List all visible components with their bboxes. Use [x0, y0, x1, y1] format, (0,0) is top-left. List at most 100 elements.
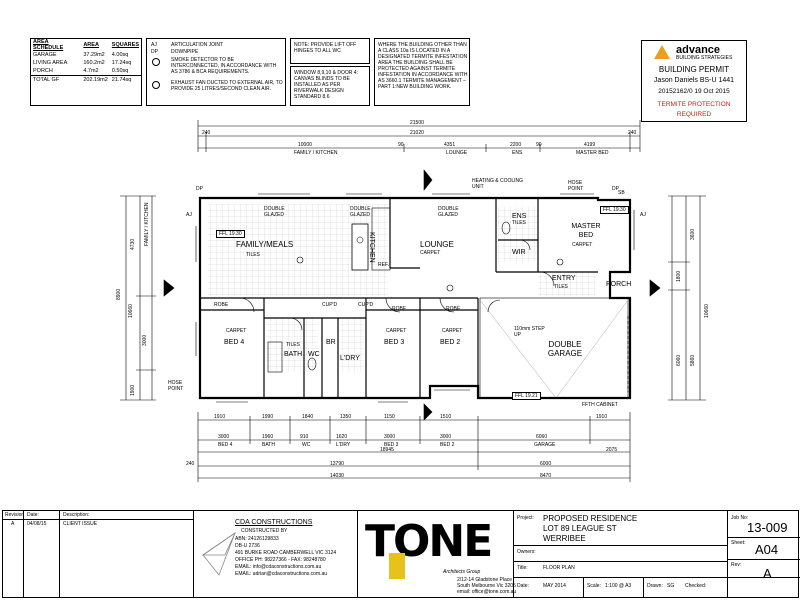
project-line: PROPOSED RESIDENCE	[543, 514, 638, 523]
dim-14030: 14030	[330, 473, 344, 479]
dim-label: MASTER BED	[576, 150, 609, 156]
sb-label: SB	[618, 190, 625, 196]
builder-office: OFFICE PH: 98227366 - FAX: 98248780	[235, 557, 326, 563]
date-header: Date:	[27, 512, 39, 518]
tone-address: 2/12-14 Gladstone Place	[457, 577, 513, 583]
row-name: LIVING AREA	[33, 60, 68, 66]
row-area: 202.19m2	[83, 77, 108, 83]
ffl-main-label: FFL 19.30	[216, 230, 245, 238]
laundry-tile-floor	[340, 318, 364, 372]
carpet-label: CARPET	[386, 328, 407, 334]
tone-tagline: Architects Group	[443, 569, 481, 575]
door-swings	[239, 239, 555, 331]
owners-label: Owners:	[517, 549, 536, 555]
dim-2200: 2200	[510, 142, 522, 148]
dim-bottom: 1910	[596, 414, 608, 420]
dim-bottom: 1350	[340, 414, 352, 420]
kitchen-island	[351, 223, 369, 271]
hose-point-label: HOSE POINT	[568, 180, 584, 192]
robe-label: ROBE	[446, 306, 461, 312]
ensuite-toilet-icon	[501, 221, 511, 235]
internal-walls	[200, 198, 598, 398]
smoke-detector-icon	[152, 58, 160, 66]
dim-bottom-label: BATH	[262, 442, 275, 448]
double-glazed-label: DOUBLE GLAZED	[438, 206, 459, 218]
room-bed-3: BED 3	[384, 339, 405, 346]
tone-email: email: office@tone.com.au	[457, 589, 517, 595]
builder-email: EMAIL: info@cdaconstructions.com.au	[235, 564, 322, 570]
table-row: TOTAL GF 202.19m2 21.74sq	[31, 75, 141, 85]
room-entry: ENTRY	[552, 275, 576, 282]
carpet-label: CARPET	[442, 328, 463, 334]
permit-number-date: 20152162/0 19 Oct 2015	[658, 88, 730, 95]
dim-bottom-label: WC	[302, 442, 311, 448]
row-name: PORCH	[33, 68, 53, 74]
cda-logo-icon	[201, 531, 236, 576]
drawn-label: Drawn:	[647, 583, 663, 589]
floor-plan	[120, 120, 706, 482]
advance-logo-icon	[654, 45, 670, 59]
project-line: LOT 89 LEAGUE ST	[543, 524, 617, 533]
rev-description: CLIENT ISSUE	[63, 521, 98, 527]
carpet-label: CARPET	[226, 328, 247, 334]
left-dimension-lines	[120, 195, 156, 401]
permit-brand: advance	[676, 44, 721, 56]
room-lounge: LOUNGE	[420, 240, 454, 249]
dim-bottom: 3000	[218, 434, 230, 440]
entry-tile-floor	[538, 272, 596, 296]
heating-label: HEATING & COOLING UNIT	[472, 178, 524, 190]
row-squares: 21.74sq	[111, 77, 132, 83]
aj-label: AJ	[186, 212, 192, 218]
builder-address: 491 BURKE ROAD CAMBERWELL VIC 3124	[235, 550, 337, 556]
dim-90: 90	[398, 142, 404, 148]
dim-bottom: 910	[300, 434, 309, 440]
ffl-porch-label: FFL 19.30	[600, 206, 629, 214]
tone-logo-accent-icon	[389, 553, 405, 579]
legend-code: DP	[151, 49, 158, 55]
rev-date: 04/08/15	[27, 521, 47, 527]
permit-brand-sub: BUILDING STRATEGIES	[676, 55, 733, 61]
dp-label: DP	[612, 186, 619, 192]
window-note-text: WINDOW 8,9,10 & DOOR 4: CANVAS BLINDS TO…	[294, 70, 358, 100]
dim-6000: 6000	[540, 461, 552, 467]
builder-name: CDA CONSTRUCTIONS	[235, 519, 313, 526]
permit-termite-line1: TERMITE PROTECTION	[657, 101, 731, 108]
room-kitchen: KITCHEN	[368, 232, 375, 263]
dim-bottom: 1150	[384, 414, 395, 420]
dim-240: 240	[186, 461, 195, 467]
checked-label: Checked:	[685, 583, 707, 589]
title-label: Title:	[517, 565, 528, 571]
dim-label: ENS	[512, 150, 523, 156]
building-permit-stamp: advance BUILDING STRATEGIES BUILDING PER…	[641, 40, 747, 122]
cupboard-label: CUP'D	[358, 302, 374, 308]
carpet-label: CARPET	[420, 250, 441, 256]
dim-overall: 21500	[410, 120, 424, 126]
dim-bottom-label: GARAGE	[534, 442, 556, 448]
dim-right: 6060	[676, 354, 682, 366]
dp-label: DP	[196, 186, 203, 192]
area-schedule: AREA SCHEDULE AREA SQUARES GARAGE 37.29m…	[30, 38, 142, 106]
permit-termite-line2: REQUIRED	[676, 111, 712, 118]
row-name: TOTAL GF	[33, 77, 60, 83]
top-dimension-lines	[197, 120, 641, 152]
windows	[195, 193, 635, 403]
toilet-icon	[307, 357, 317, 371]
drawing-title: FLOOR PLAN	[543, 565, 575, 571]
family-kitchen-dim-label: FAMILY / KITCHEN	[144, 202, 150, 246]
dim-right: 5860	[690, 354, 696, 366]
legend-text: DOWNPIPE	[171, 49, 199, 55]
table-row: LIVING AREA 160.2m2 17.24sq	[31, 59, 141, 67]
legend-text: SMOKE DETECTOR TO BE INTERCONNECTED, IN …	[171, 57, 277, 75]
job-number: 13-009	[747, 520, 788, 535]
aj-label: AJ	[640, 212, 646, 218]
area-header: AREA	[83, 42, 99, 48]
section-markers	[163, 169, 661, 421]
tone-logo: TONE	[365, 516, 493, 567]
double-glazed-label: DOUBLE GLAZED	[350, 206, 371, 218]
tiles-label: TILES	[554, 284, 568, 290]
room-porch: PORCH	[606, 281, 632, 288]
dim-bottom: 1990	[262, 414, 274, 420]
dim-label: LOUNGE	[446, 150, 468, 156]
dim-right: 3600	[690, 228, 696, 240]
